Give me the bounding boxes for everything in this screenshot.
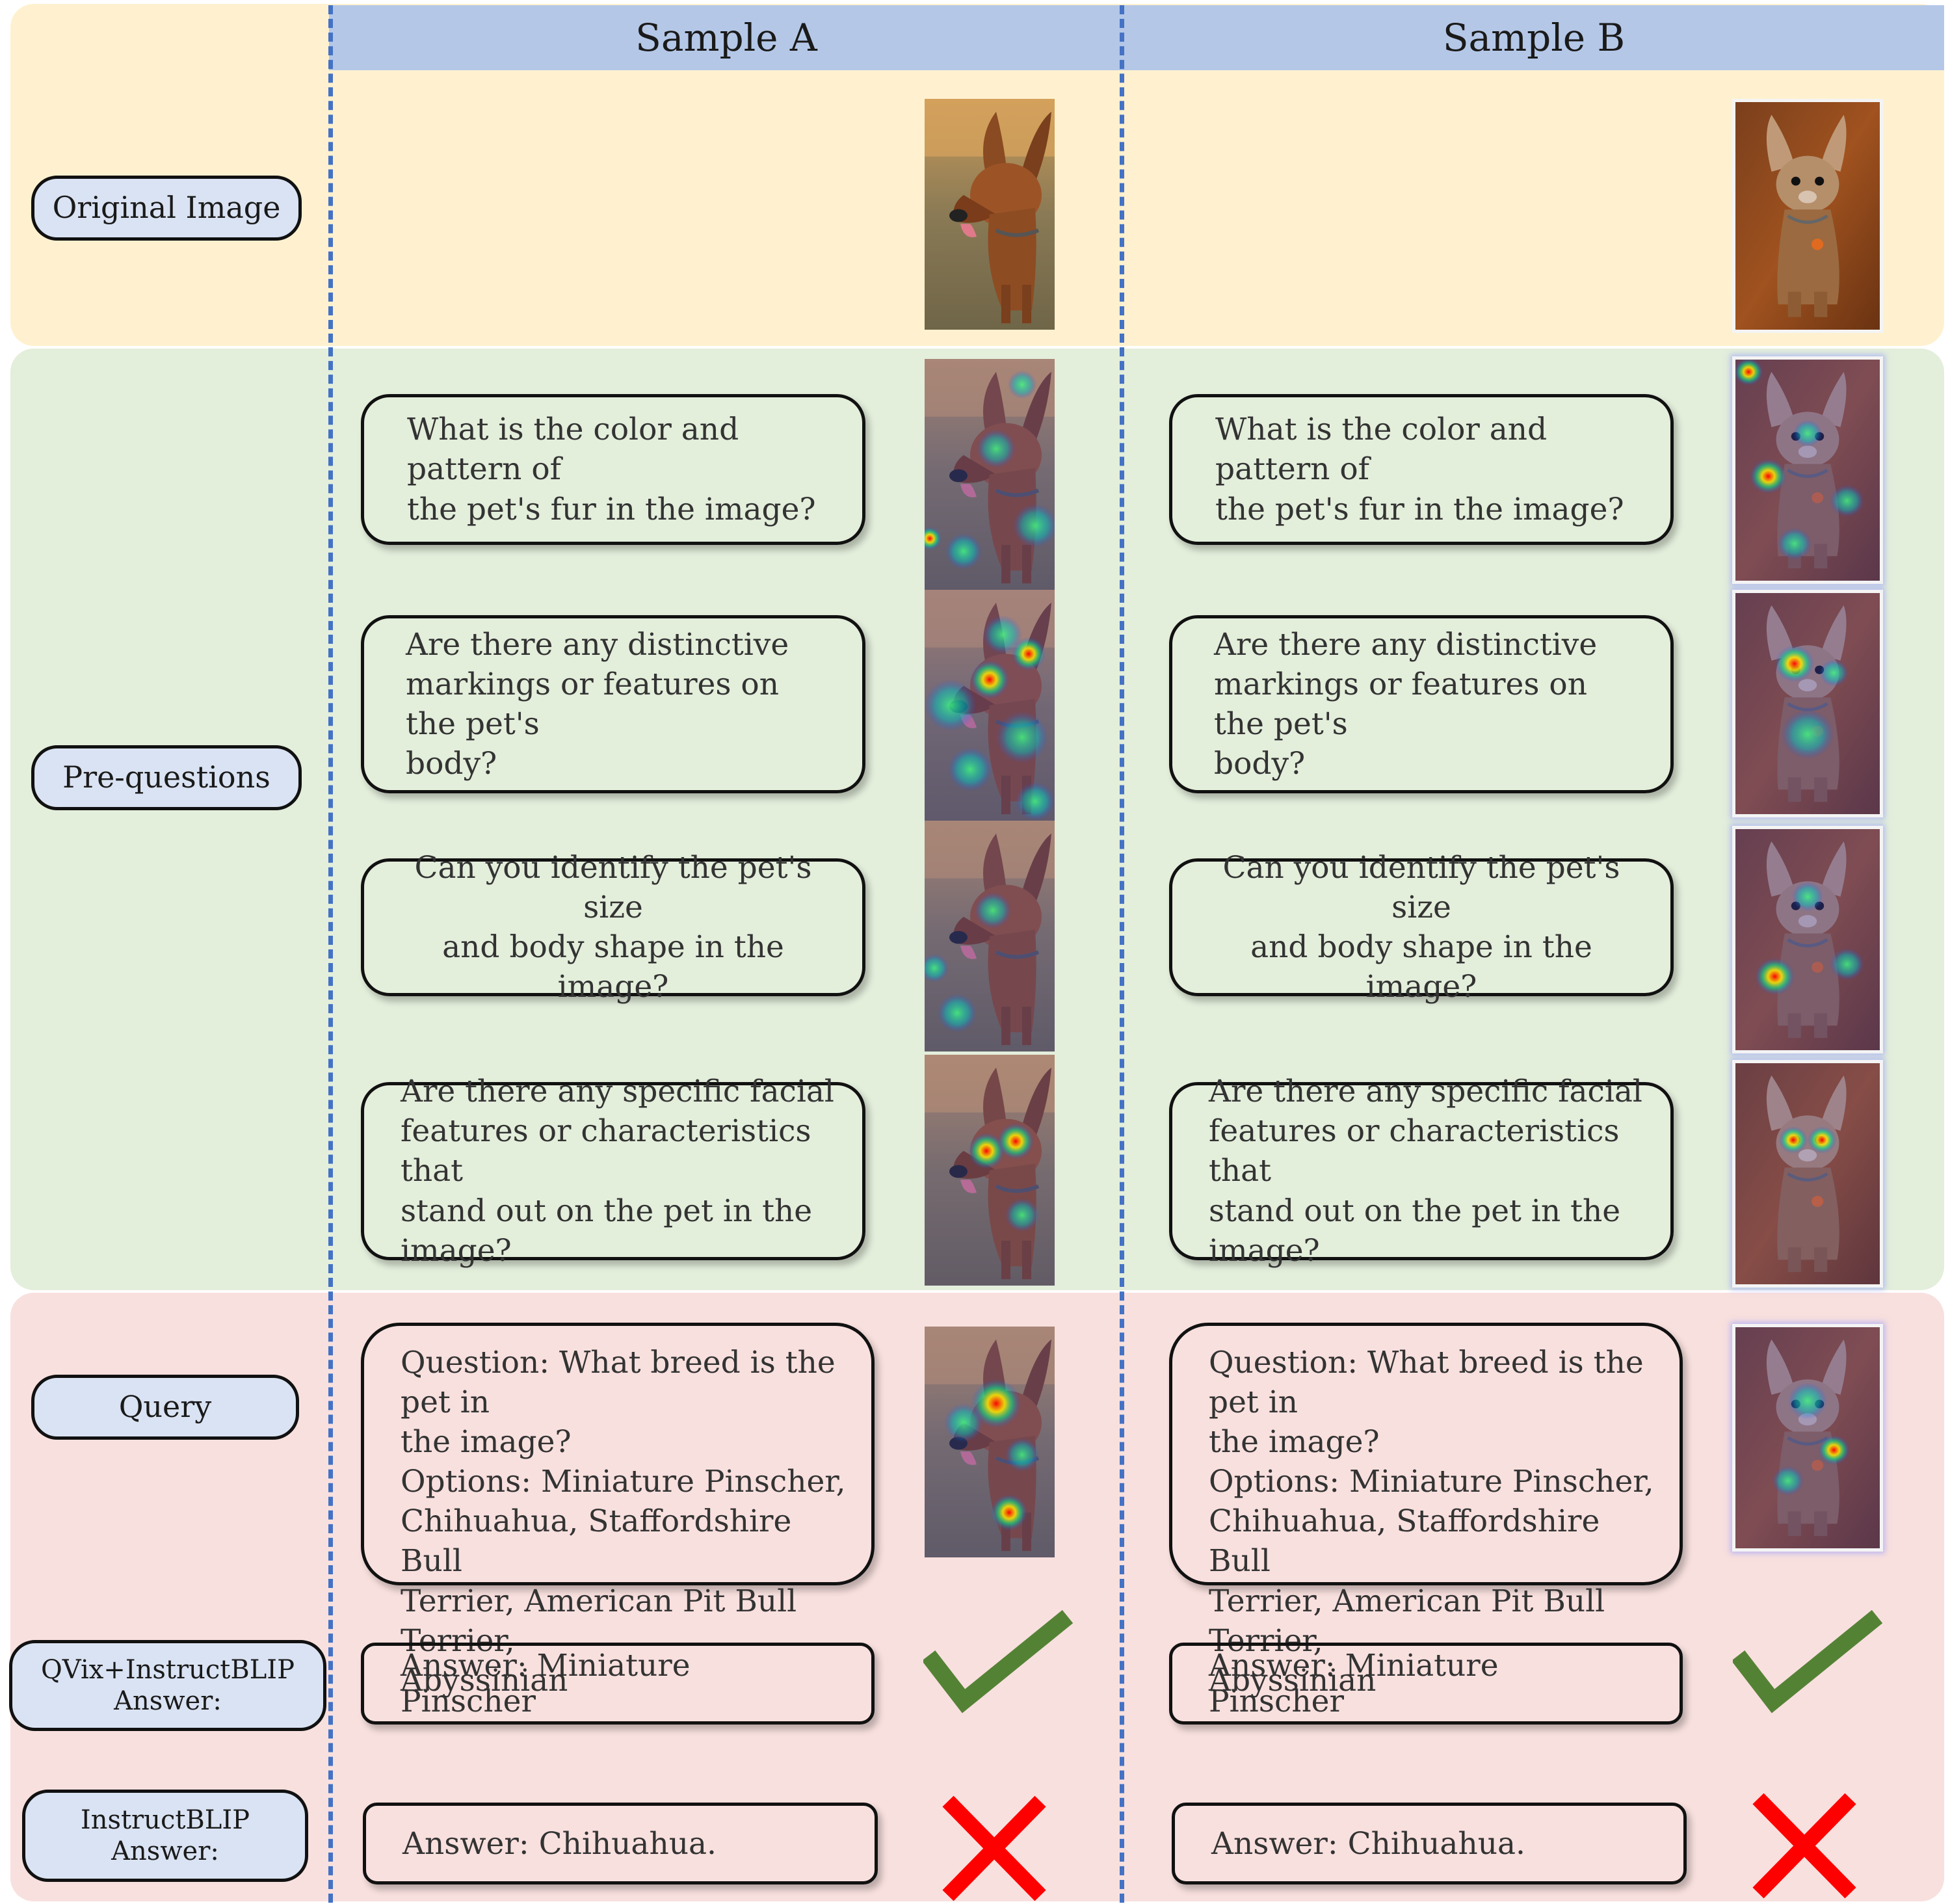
row-label-original-image: Original Image bbox=[31, 176, 302, 241]
sample-a-original-image bbox=[925, 99, 1055, 330]
sample-b-qvix-answer: Answer: Miniature Pinscher bbox=[1169, 1643, 1683, 1725]
sample-b-cross-icon bbox=[1749, 1792, 1860, 1899]
sample-a-heatmap-3 bbox=[925, 821, 1055, 1051]
row-label-instructblip-answer: InstructBLIP Answer: bbox=[22, 1790, 308, 1882]
sample-a-cross-icon bbox=[939, 1795, 1049, 1902]
sample-a-instructblip-answer: Answer: Chihuahua. bbox=[363, 1803, 878, 1884]
sample-a-heatmap-2 bbox=[925, 590, 1055, 821]
sample-b-heatmap-1 bbox=[1732, 356, 1883, 584]
sample-a-heatmap-4 bbox=[925, 1055, 1055, 1286]
sample-b-pre-question-4: Are there any specific facial features o… bbox=[1169, 1074, 1674, 1269]
sample-a-pre-question-2: Are there any distinctive markings or fe… bbox=[361, 615, 865, 793]
sample-b-instructblip-answer: Answer: Chihuahua. bbox=[1172, 1803, 1687, 1884]
sample-a-check-icon bbox=[923, 1610, 1074, 1714]
sample-a-heatmap-1 bbox=[925, 359, 1055, 590]
row-label-pre-questions: Pre-questions bbox=[31, 745, 302, 810]
sample-b-original-image bbox=[1732, 99, 1883, 333]
divider-middle bbox=[1120, 5, 1124, 1903]
instructblip-answer-label-text: InstructBLIP Answer: bbox=[80, 1805, 250, 1866]
sample-b-heatmap-2 bbox=[1732, 590, 1883, 817]
divider-left bbox=[328, 5, 333, 1903]
sample-b-pre-question-2: Are there any distinctive markings or fe… bbox=[1169, 615, 1674, 793]
sample-a-query-box: Question: What breed is the pet in the i… bbox=[361, 1323, 875, 1699]
sample-a-pre-question-1: What is the color and pattern of the pet… bbox=[361, 394, 865, 545]
sample-a-qvix-answer: Answer: Miniature Pinscher bbox=[361, 1643, 875, 1725]
sample-b-check-icon bbox=[1733, 1610, 1884, 1714]
sample-b-heatmap-4 bbox=[1732, 1060, 1883, 1288]
sample-b-pre-question-1: What is the color and pattern of the pet… bbox=[1169, 394, 1674, 545]
row-label-qvix-answer: QVix+InstructBLIP Answer: bbox=[9, 1640, 326, 1731]
qvix-answer-label-text: QVix+InstructBLIP Answer: bbox=[40, 1655, 295, 1716]
column-header-sample-b: Sample B bbox=[1442, 16, 1626, 60]
sample-b-query-heatmap bbox=[1732, 1324, 1883, 1552]
sample-a-pre-question-4: Are there any specific facial features o… bbox=[361, 1074, 865, 1269]
sample-b-heatmap-3 bbox=[1732, 826, 1883, 1053]
sample-b-pre-question-3: Can you identify the pet's size and body… bbox=[1169, 850, 1674, 1005]
sample-b-query-box: Question: What breed is the pet in the i… bbox=[1169, 1323, 1683, 1699]
column-header-sample-a: Sample A bbox=[635, 16, 817, 60]
column-header-bar bbox=[329, 5, 1944, 70]
sample-a-pre-question-3: Can you identify the pet's size and body… bbox=[361, 850, 865, 1005]
row-label-query: Query bbox=[31, 1375, 299, 1440]
sample-a-query-heatmap bbox=[925, 1327, 1055, 1557]
